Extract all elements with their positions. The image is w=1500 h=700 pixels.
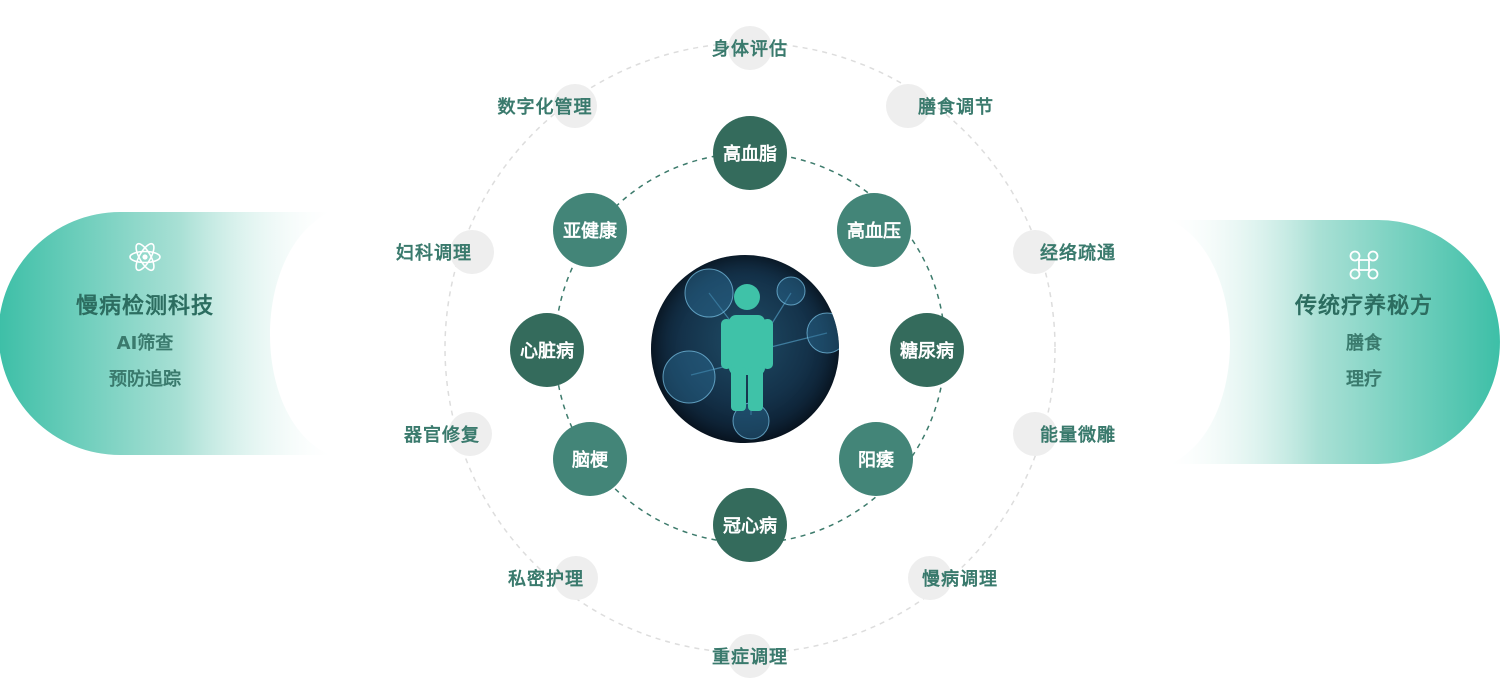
outer-item-meridian-unblocking: 经络疏通	[978, 230, 1178, 274]
left-panel-title: 慢病检测科技	[75, 294, 214, 319]
outer-item-dot	[448, 412, 492, 456]
outer-item-label: 器官修复	[404, 425, 480, 446]
outer-item-dot	[728, 634, 772, 678]
network-graphic	[662, 268, 839, 440]
inner-node-sub-health: 亚健康	[553, 193, 627, 267]
outer-item-label: 妇科调理	[396, 243, 472, 264]
outer-item-dot	[886, 84, 930, 128]
left-panel: 慢病检测科技 AI筛查 预防追踪	[0, 0, 290, 700]
outer-item-label: 慢病调理	[922, 569, 998, 590]
inner-node-heart-disease: 心脏病	[510, 313, 584, 387]
right-panel: 传统疗养秘方 膳食 理疗	[1228, 0, 1500, 700]
outer-item-label: 重症调理	[712, 647, 788, 668]
outer-item-dot	[908, 556, 952, 600]
right-panel-shape	[1170, 220, 1500, 464]
inner-node-hyperlipidemia: 高血脂	[713, 116, 787, 190]
outer-item-digital-management: 数字化管理	[445, 84, 645, 128]
outer-ring	[444, 42, 1056, 654]
inner-node-coronary-disease: 冠心病	[713, 488, 787, 562]
outer-item-dot	[728, 26, 772, 70]
right-panel-line-2: 理疗	[1346, 369, 1382, 390]
left-panel-line-2: 预防追踪	[109, 369, 181, 390]
outer-item-dot	[1013, 230, 1057, 274]
right-panel-line-1: 膳食	[1346, 333, 1382, 354]
outer-item-dot	[450, 230, 494, 274]
outer-item-label: 私密护理	[508, 569, 584, 590]
outer-item-private-care: 私密护理	[446, 556, 646, 600]
outer-item-body-assessment: 身体评估	[650, 26, 850, 70]
atom-icon	[129, 242, 161, 272]
outer-item-label: 经络疏通	[1040, 243, 1116, 264]
outer-item-label: 膳食调节	[918, 97, 994, 118]
outer-item-label: 数字化管理	[497, 97, 593, 118]
inner-node-impotence: 阳痿	[839, 422, 913, 496]
outer-item-label: 能量微雕	[1040, 425, 1116, 446]
outer-item-severe-conditioning: 重症调理	[650, 634, 850, 678]
right-panel-title: 传统疗养秘方	[1294, 294, 1433, 319]
command-icon	[1349, 250, 1379, 280]
outer-item-dot	[553, 84, 597, 128]
outer-item-energy-sculpting: 能量微雕	[978, 412, 1178, 456]
outer-item-chronic-conditioning: 慢病调理	[860, 556, 1060, 600]
center-disc	[651, 255, 839, 443]
inner-node-diabetes: 糖尿病	[890, 313, 964, 387]
outer-item-organ-repair: 器官修复	[342, 412, 542, 456]
person-icon	[721, 284, 773, 411]
inner-node-hypertension: 高血压	[837, 193, 911, 267]
outer-item-label: 身体评估	[712, 39, 788, 60]
left-panel-shape	[0, 212, 330, 455]
inner-node-cerebral-infarction: 脑梗	[553, 422, 627, 496]
outer-item-diet-adjustment: 膳食调节	[856, 84, 1056, 128]
outer-item-dot	[554, 556, 598, 600]
left-panel-line-1: AI筛查	[116, 333, 174, 354]
outer-item-dot	[1013, 412, 1057, 456]
outer-item-gynecology-conditioning: 妇科调理	[334, 230, 534, 274]
